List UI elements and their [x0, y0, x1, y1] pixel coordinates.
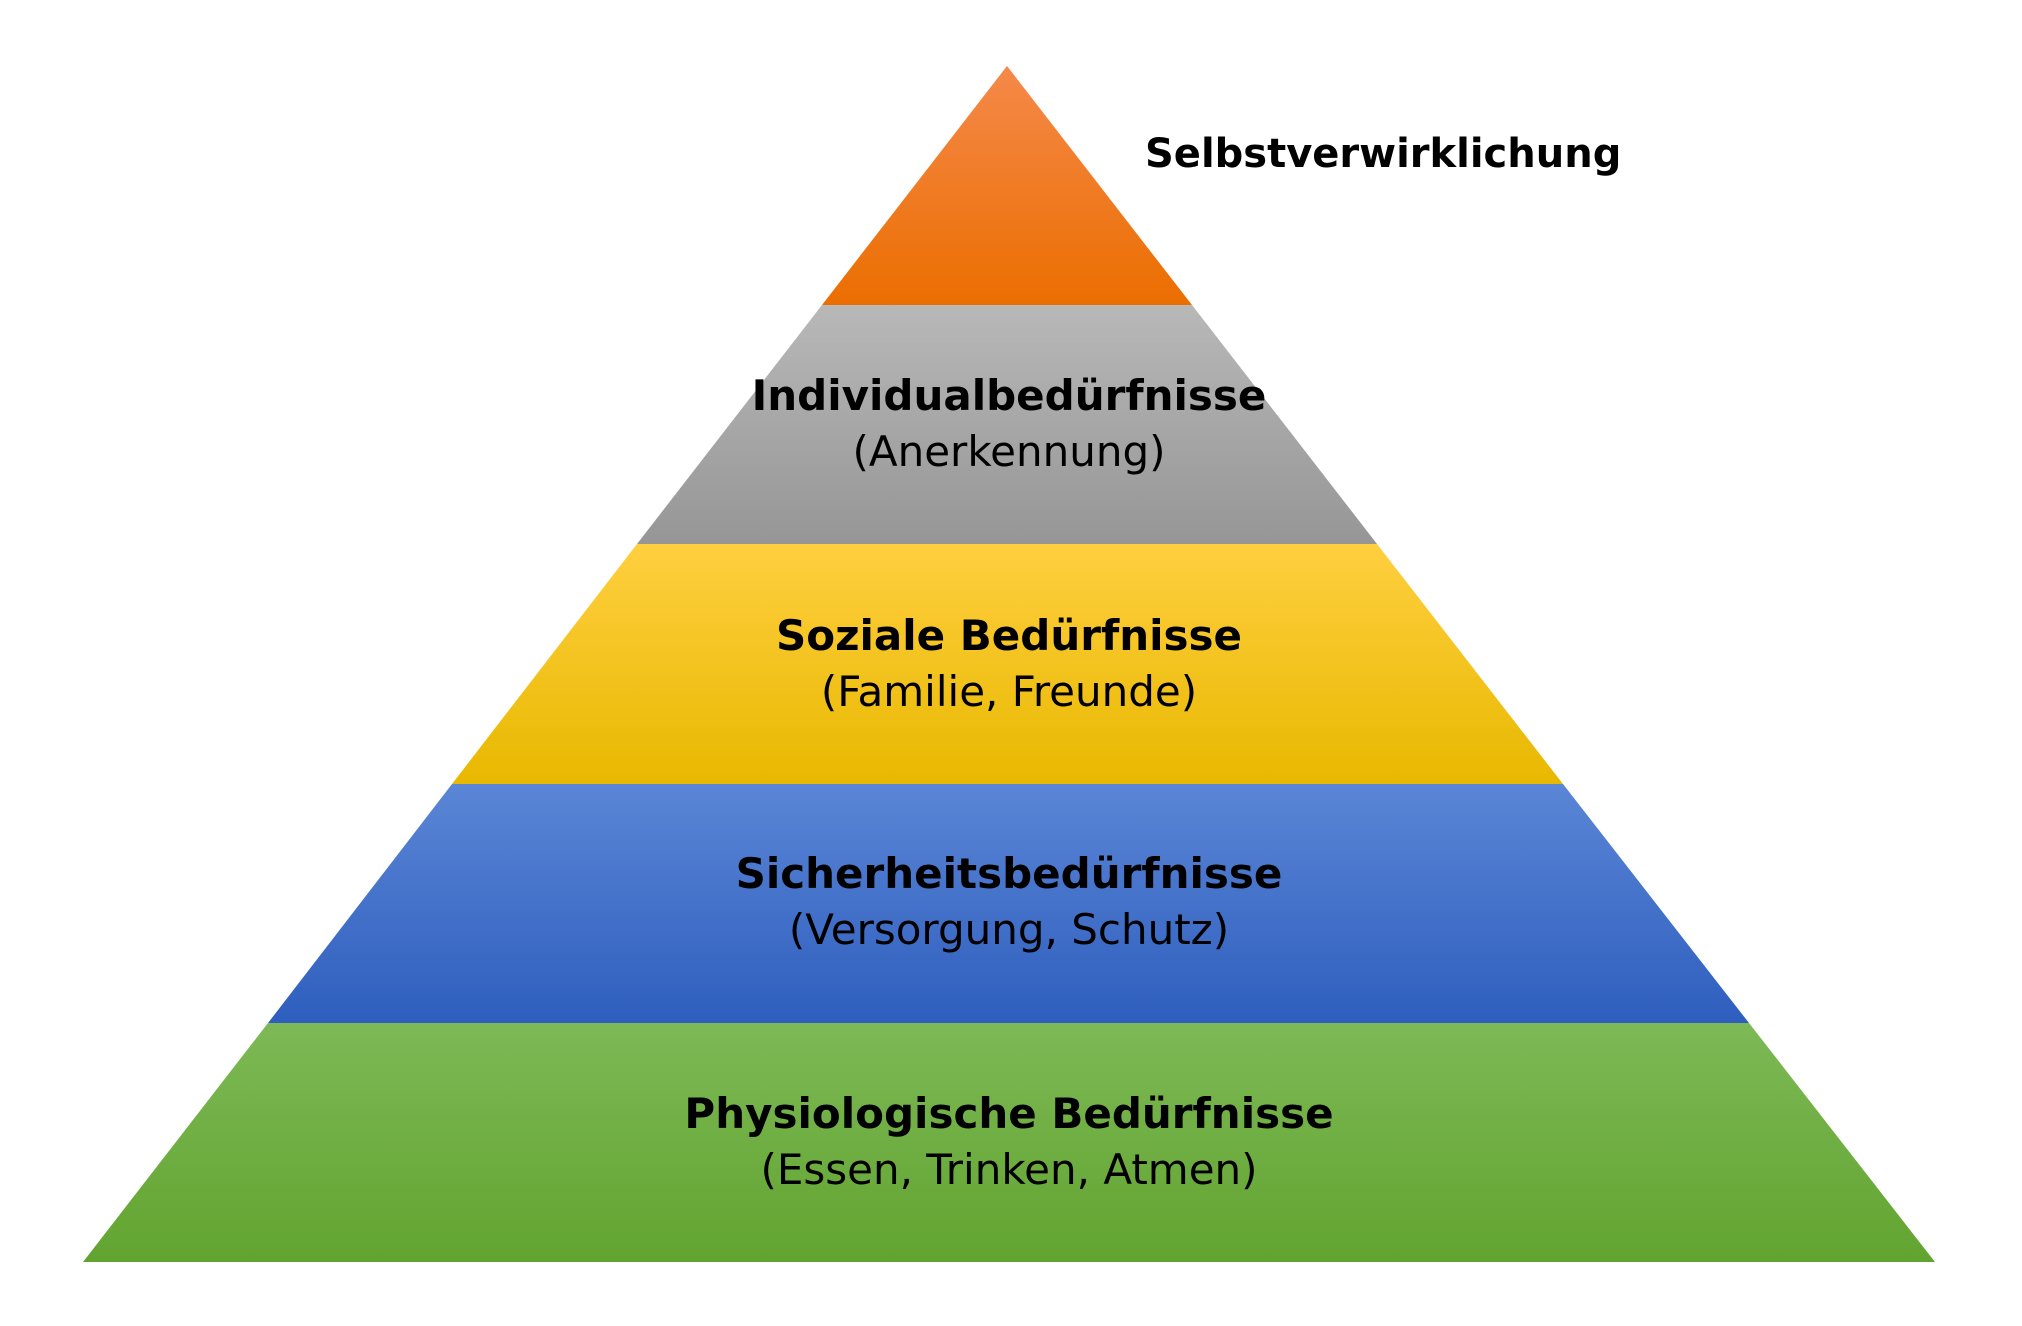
- label-sozial-subtitle: (Familie, Freunde): [820, 667, 1198, 716]
- label-individual-title: Individualbedürfnisse: [751, 371, 1267, 420]
- label-sicherheit-subtitle: (Versorgung, Schutz): [788, 905, 1230, 954]
- pyramid-level-individual: [637, 305, 1377, 544]
- label-sicherheit: Sicherheitsbedürfnisse (Versorgung, Schu…: [736, 846, 1283, 958]
- label-selbstverwirklichung: Selbstverwirklichung: [1145, 131, 1622, 177]
- pyramid-level-selbstverwirklichung: [822, 66, 1192, 305]
- label-sozial: Soziale Bedürfnisse (Familie, Freunde): [776, 608, 1242, 720]
- label-physiologisch-subtitle: (Essen, Trinken, Atmen): [760, 1145, 1258, 1194]
- pyramid-level-sozial: [452, 544, 1563, 784]
- label-individual-subtitle: (Anerkennung): [852, 427, 1166, 476]
- label-physiologisch: Physiologische Bedürfnisse (Essen, Trink…: [684, 1086, 1333, 1198]
- label-individual: Individualbedürfnisse (Anerkennung): [752, 368, 1267, 480]
- pyramid-level-physiologisch: [83, 1023, 1935, 1262]
- pyramid-level-sicherheit: [268, 784, 1749, 1023]
- label-sicherheit-title: Sicherheitsbedürfnisse: [735, 849, 1283, 898]
- label-sozial-title: Soziale Bedürfnisse: [775, 611, 1243, 660]
- label-physiologisch-title: Physiologische Bedürfnisse: [684, 1089, 1334, 1138]
